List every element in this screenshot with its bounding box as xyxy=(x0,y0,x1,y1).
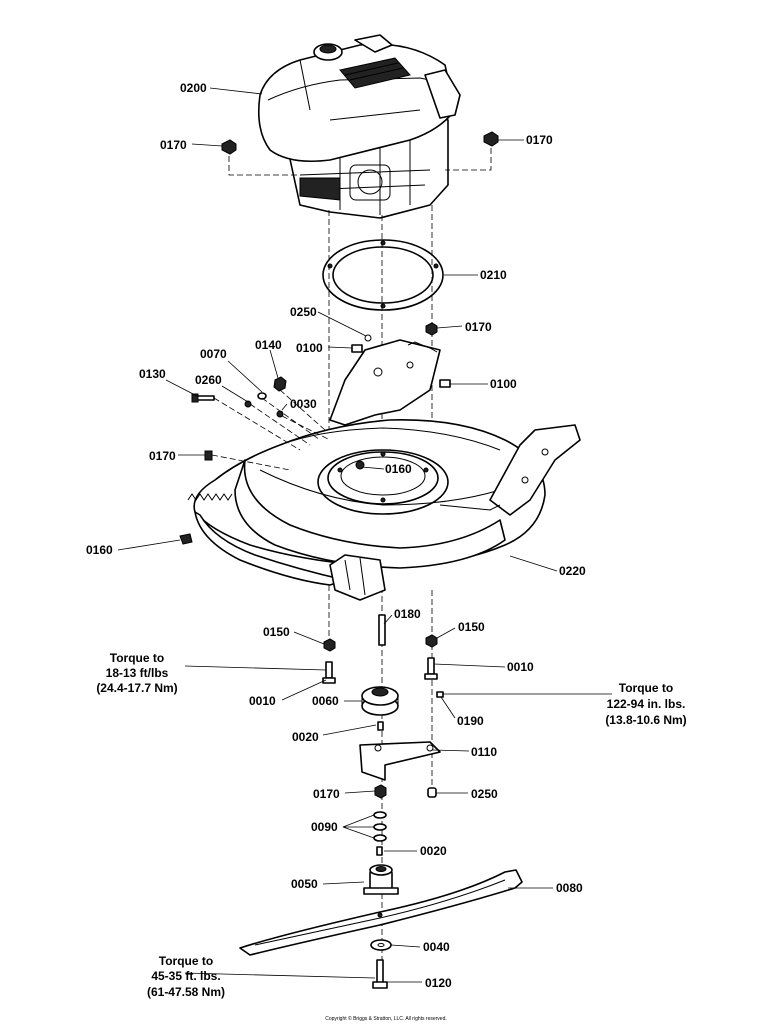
torque-note-right-line2: 122-94 in. lbs. xyxy=(607,697,686,711)
torque-note-left-line2: 18-13 ft/lbs xyxy=(106,666,169,680)
label-0130: 0130 xyxy=(139,367,166,381)
nut-0170-deck xyxy=(425,322,438,336)
washers-0090 xyxy=(373,811,387,842)
label-0150-left: 0150 xyxy=(263,625,290,639)
bolt-0010-left xyxy=(322,661,336,684)
washer-0070 xyxy=(257,392,267,400)
label-0010-left: 0010 xyxy=(249,694,276,708)
washer-0040 xyxy=(370,939,392,951)
nut-0150-right xyxy=(425,634,438,648)
bolt-0160-center xyxy=(355,460,365,470)
torque-note-left-line3: (24.4-17.7 Nm) xyxy=(96,681,177,695)
label-0020-lower: 0020 xyxy=(420,844,447,858)
nut-0170-right xyxy=(483,131,499,147)
label-0260: 0260 xyxy=(195,373,222,387)
pulley-0060 xyxy=(361,686,399,716)
label-0170-left-nut: 0170 xyxy=(160,138,187,152)
torque-note-left-line1: Torque to xyxy=(110,651,164,665)
label-0210-gasket: 0210 xyxy=(480,268,507,282)
bolt-0250-lower xyxy=(427,787,437,798)
blade-0080 xyxy=(239,869,523,956)
label-0090: 0090 xyxy=(311,820,338,834)
nut-0170-left xyxy=(221,139,237,155)
nut-0150-left xyxy=(323,638,336,652)
label-0170-deck-nut: 0170 xyxy=(465,320,492,334)
torque-note-right-line1: Torque to xyxy=(619,681,673,695)
gasket-0210 xyxy=(322,239,444,311)
torque-note-blade-line3: (61-47.58 Nm) xyxy=(147,985,225,999)
torque-note-right-bolt: Torque to 122-94 in. lbs. (13.8-10.6 Nm) xyxy=(605,681,686,727)
label-0250-lower: 0250 xyxy=(471,787,498,801)
pin-0180 xyxy=(378,614,386,646)
label-0070: 0070 xyxy=(200,347,227,361)
bolt-0130 xyxy=(191,393,215,403)
nut-0170-lower xyxy=(374,784,387,799)
key-0020-lower xyxy=(376,846,383,856)
torque-note-blade-line2: 45-35 ft. lbs. xyxy=(151,969,220,983)
label-0080: 0080 xyxy=(556,881,583,895)
torque-note-blade-bolt: Torque to 45-35 ft. lbs. (61-47.58 Nm) xyxy=(147,954,225,999)
label-0100-left: 0100 xyxy=(296,341,323,355)
label-0170-lower: 0170 xyxy=(313,787,340,801)
label-0020-upper: 0020 xyxy=(292,730,319,744)
bolt-0010-right xyxy=(424,657,438,680)
label-0220-deck: 0220 xyxy=(559,564,586,578)
label-0010-right: 0010 xyxy=(507,660,534,674)
mower-deck-0220 xyxy=(187,339,581,601)
label-0120: 0120 xyxy=(425,976,452,990)
torque-note-right-line3: (13.8-10.6 Nm) xyxy=(605,713,686,727)
nut-0140 xyxy=(273,376,287,392)
label-0190: 0190 xyxy=(457,714,484,728)
engine-assembly xyxy=(257,34,461,219)
label-0200-engine: 0200 xyxy=(180,81,207,95)
clip-0260 xyxy=(244,400,252,408)
bolt-0120 xyxy=(372,959,388,989)
torque-note-left-bolts: Torque to 18-13 ft/lbs (24.4-17.7 Nm) xyxy=(96,651,177,695)
leader-lines xyxy=(117,87,612,983)
label-0150-right: 0150 xyxy=(458,620,485,634)
label-0160-center: 0160 xyxy=(385,462,412,476)
adapter-0050 xyxy=(363,864,399,895)
label-0160-left: 0160 xyxy=(86,543,113,557)
label-0050: 0050 xyxy=(291,877,318,891)
label-0170-spring: 0170 xyxy=(149,449,176,463)
clip-0250-top xyxy=(364,334,372,342)
label-0040: 0040 xyxy=(423,940,450,954)
label-0180: 0180 xyxy=(394,607,421,621)
label-0170-right-nut: 0170 xyxy=(526,133,553,147)
bracket-0110 xyxy=(359,741,441,781)
label-0100-right: 0100 xyxy=(490,377,517,391)
label-0060: 0060 xyxy=(312,694,339,708)
label-0110: 0110 xyxy=(471,745,497,759)
label-0030: 0030 xyxy=(290,397,317,411)
plug-0100-left xyxy=(351,344,363,353)
key-0020-upper xyxy=(377,721,384,731)
key-0190 xyxy=(436,691,444,698)
label-0140: 0140 xyxy=(255,338,282,352)
label-0250-top: 0250 xyxy=(290,305,317,319)
copyright-notice: Copyright © Briggs & Stratton, LLC. All … xyxy=(325,1015,447,1022)
plug-0100-right xyxy=(439,379,451,388)
bolt-0160-left xyxy=(179,533,193,545)
spring-0170 xyxy=(204,450,213,461)
torque-note-blade-line1: Torque to xyxy=(159,954,213,968)
